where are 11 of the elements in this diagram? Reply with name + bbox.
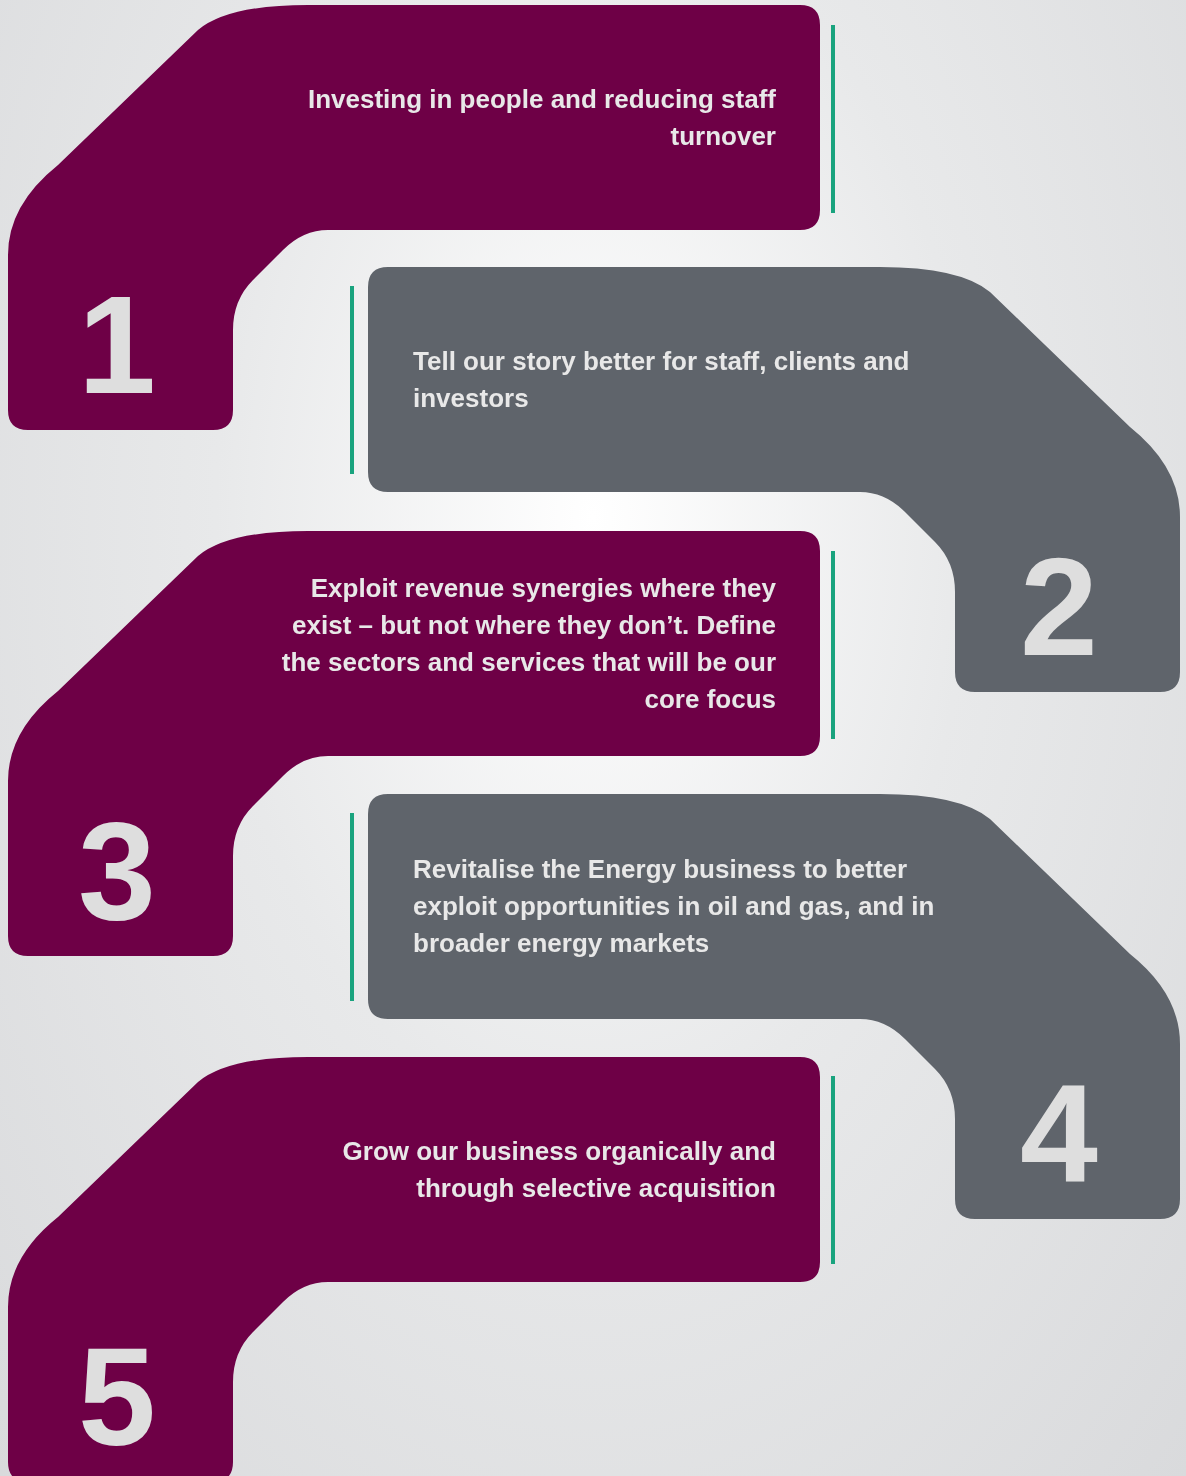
step-number: 5 xyxy=(78,1327,156,1467)
step-number: 4 xyxy=(1020,1064,1098,1204)
step-number: 3 xyxy=(78,801,156,941)
step-text: Investing in people and reducing staff turnover xyxy=(306,82,776,153)
step-number: 2 xyxy=(1020,537,1098,677)
step-text: Exploit revenue synergies where they exist – but not where they don’t. Define the sectors and services that will be our core focus xyxy=(280,571,776,716)
step-text: Grow our business organically and through selective acquisition xyxy=(341,1134,776,1205)
step-text: Tell our story better for staff, clients and investors xyxy=(413,344,911,415)
step-number: 1 xyxy=(78,275,156,415)
step-text: Revitalise the Energy business to better exploit opportunities in oil and gas, and in broader energy markets xyxy=(413,853,936,960)
step-banner xyxy=(8,1057,820,1476)
